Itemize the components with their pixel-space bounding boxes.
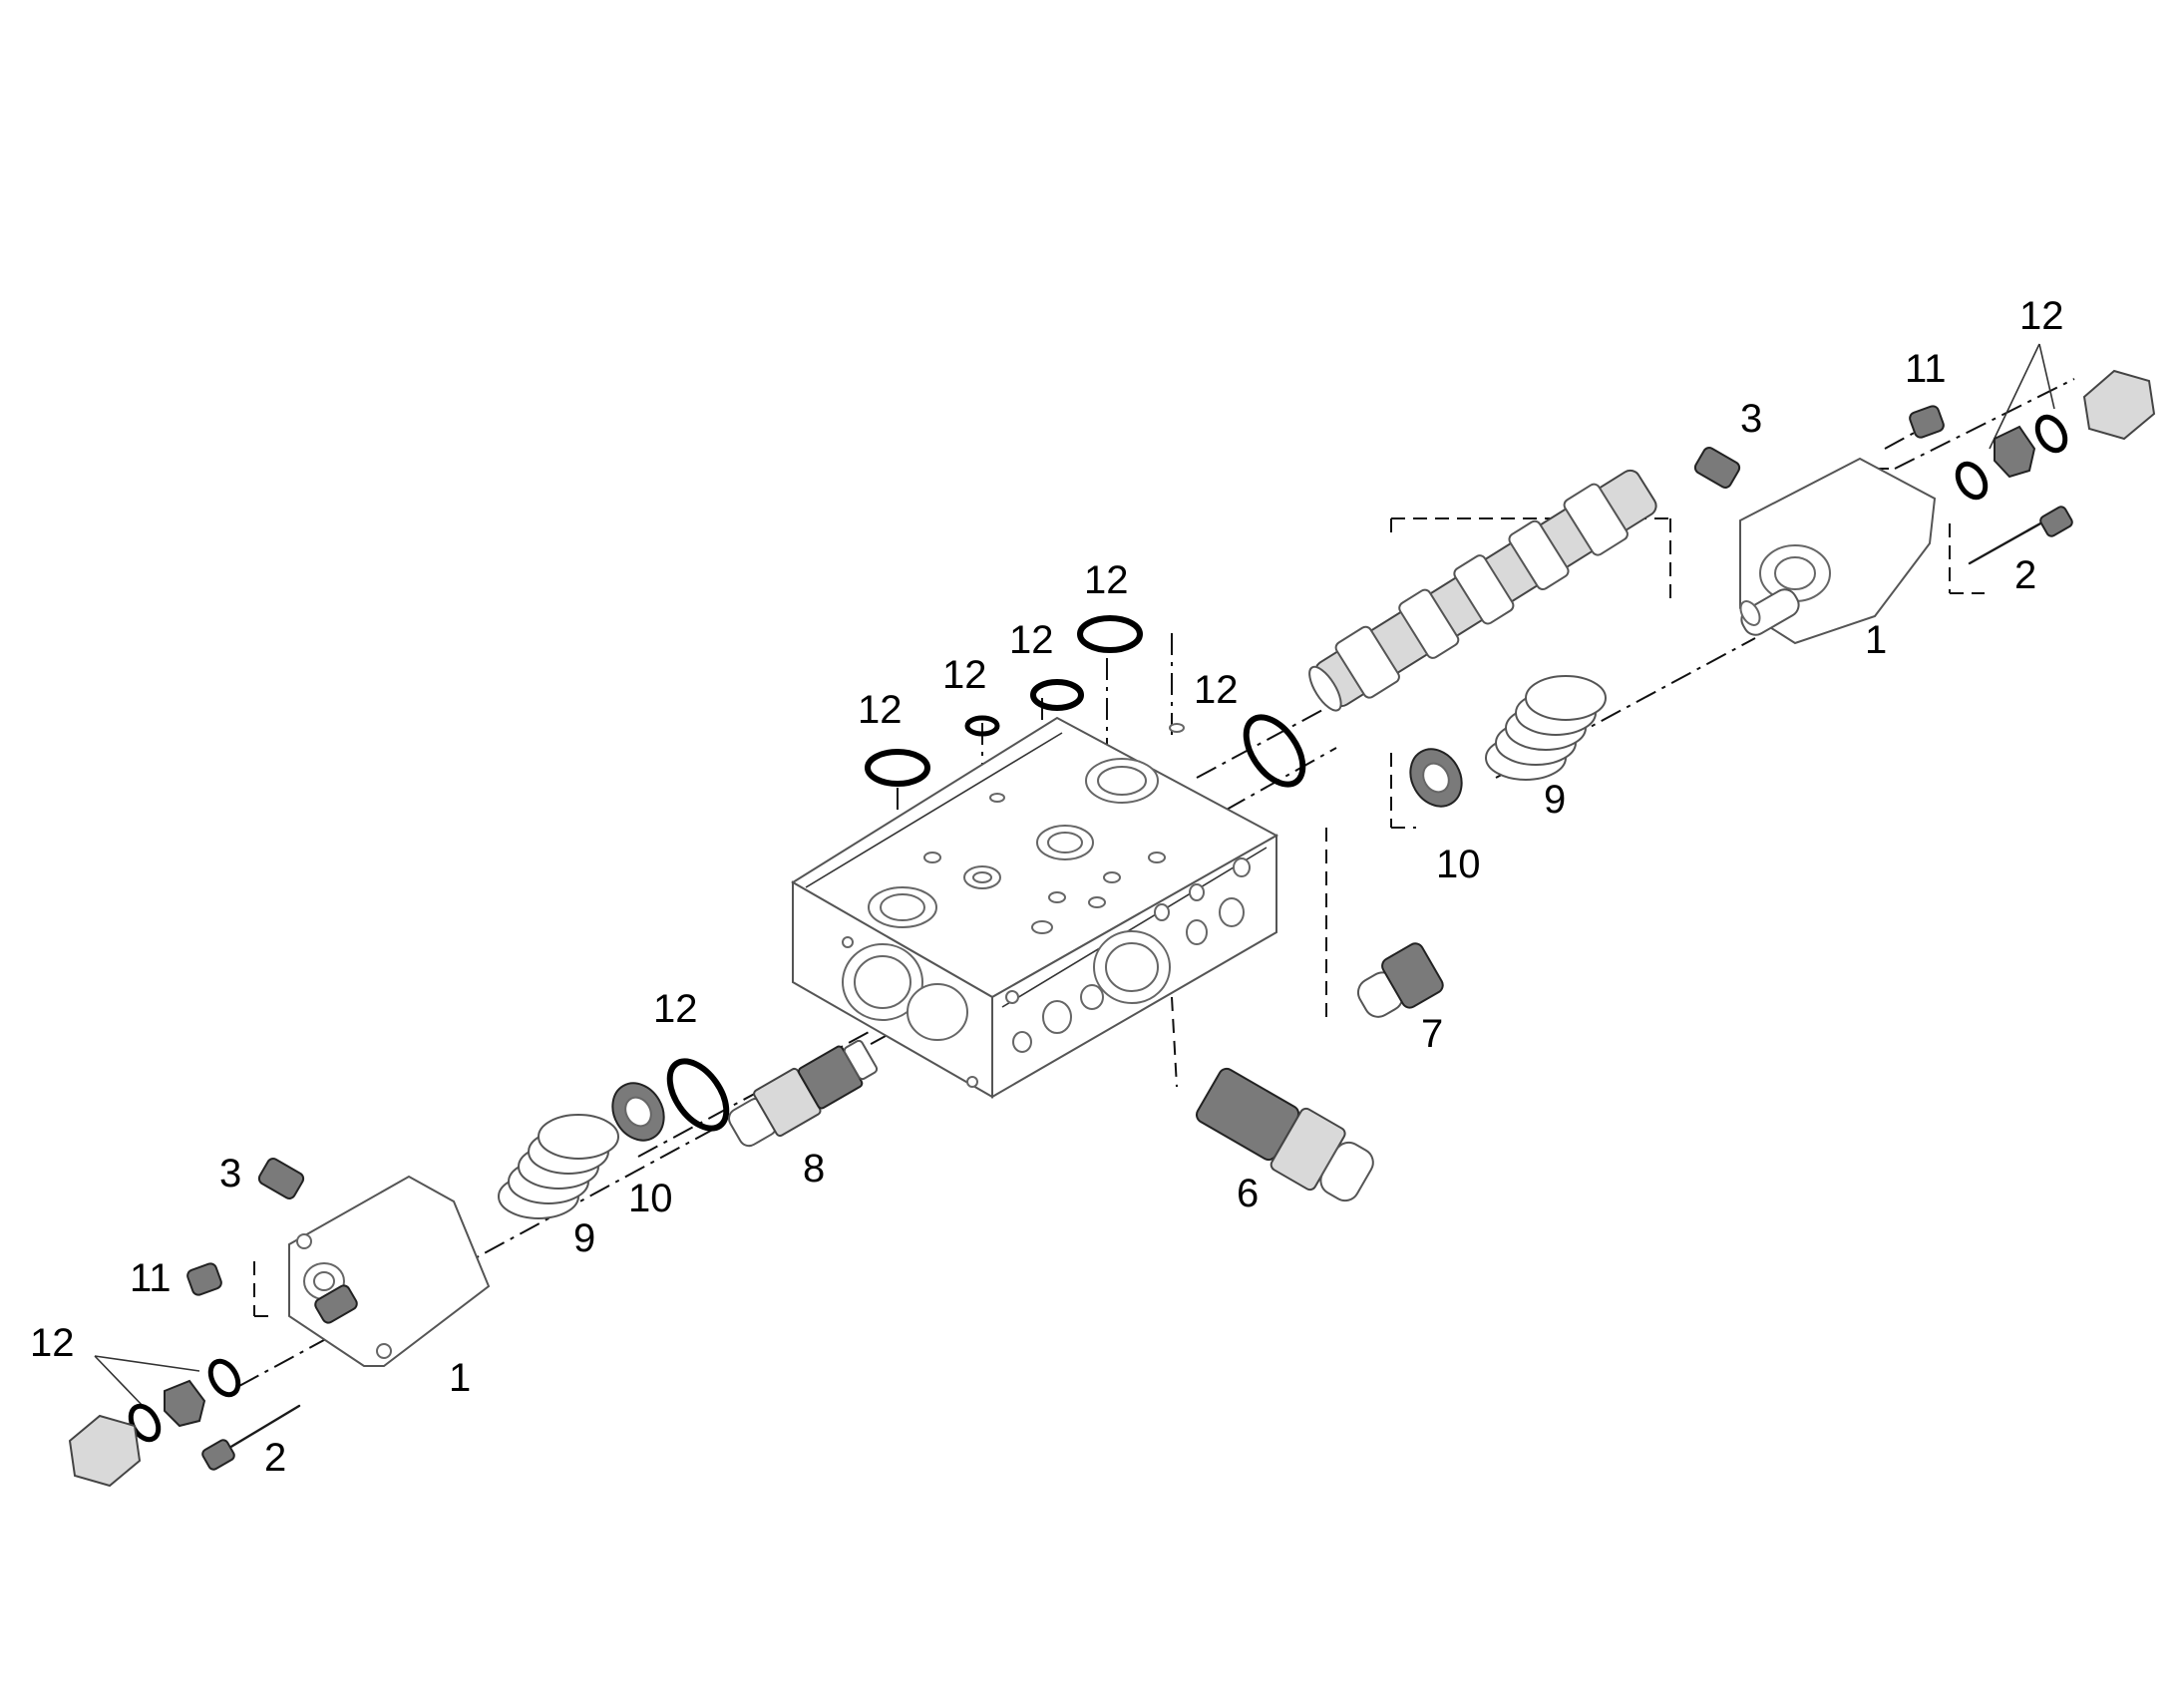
cartridge-8: [728, 1039, 879, 1148]
callout-1-left: 1: [449, 1356, 471, 1400]
callout-2-right: 2: [2014, 553, 2036, 597]
callout-8: 8: [803, 1147, 825, 1191]
left-end-cap: [288, 1175, 491, 1367]
fittings-3: [257, 447, 1741, 1199]
relief-valve-6: [1195, 1067, 1374, 1202]
callout-10-left: 10: [628, 1177, 673, 1220]
spool: [1308, 469, 1657, 712]
callout-9-right: 9: [1544, 778, 1566, 822]
callout-12-right-end: 12: [2019, 294, 2064, 338]
bolts-2: [201, 506, 2073, 1471]
callout-labels: 1 1 2 2 3 3 6 7 8 9 9 10 10 11 11 12 12 …: [30, 294, 2064, 1480]
spring-right: [1485, 675, 1607, 781]
callout-12-top-d: 12: [1084, 558, 1129, 602]
callout-2-left: 2: [264, 1436, 286, 1480]
end-nuts: [68, 369, 2156, 1488]
callout-12-top-c: 12: [1009, 618, 1054, 662]
plug-7: [1356, 942, 1444, 1018]
callout-3-left: 3: [219, 1152, 241, 1196]
callout-12-top-b: 12: [942, 653, 987, 697]
washers: [611, 748, 1463, 1142]
small-plugs-11: [186, 405, 1945, 1296]
callout-7: 7: [1421, 1012, 1443, 1056]
callout-11-left: 11: [130, 1256, 172, 1300]
callout-12-top-a: 12: [858, 688, 903, 732]
callout-3-right: 3: [1740, 397, 1762, 441]
callout-12-mid: 12: [653, 987, 698, 1031]
callout-12-spool: 12: [1194, 668, 1239, 712]
callout-10-right: 10: [1436, 843, 1481, 886]
spring-left: [498, 1114, 619, 1219]
valve-block: [791, 716, 1279, 1099]
o-rings: [128, 414, 2068, 1443]
callout-6: 6: [1237, 1172, 1259, 1215]
callout-12-left-end: 12: [30, 1321, 75, 1365]
right-end-cap: [1739, 457, 1937, 645]
callout-9-left: 9: [573, 1216, 595, 1260]
callout-1-right: 1: [1865, 618, 1887, 662]
callout-11-right: 11: [1905, 347, 1947, 391]
leader-lines: [94, 343, 2055, 1409]
